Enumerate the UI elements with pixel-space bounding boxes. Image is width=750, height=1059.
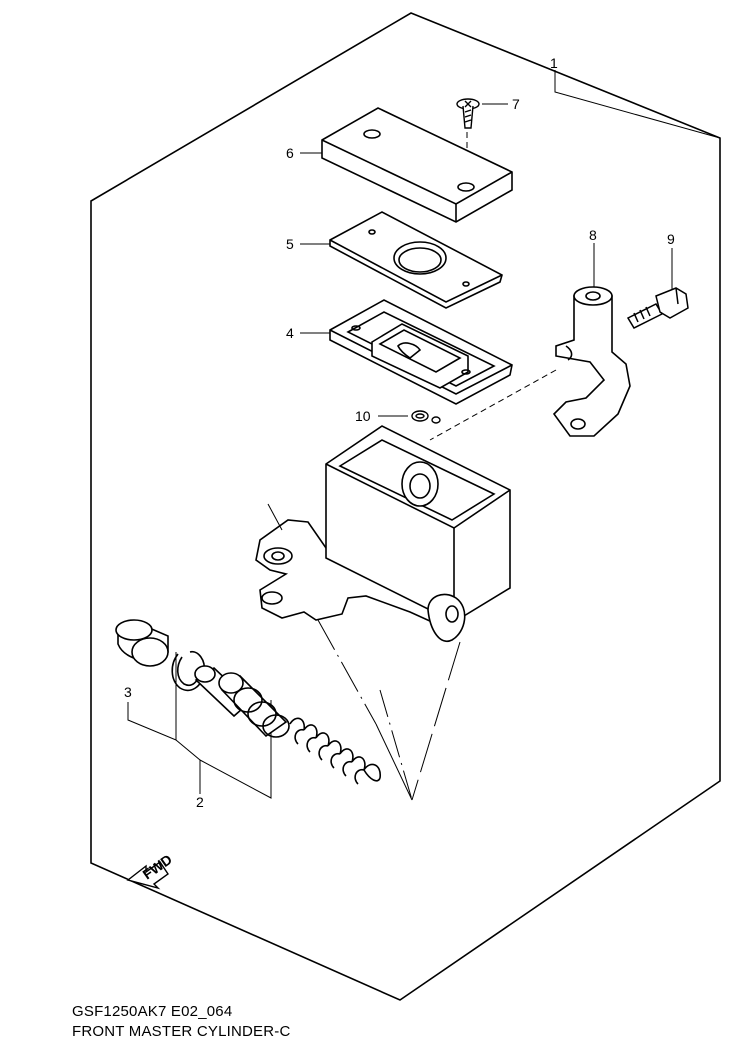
reservoir-cap-part-6 bbox=[321, 107, 513, 223]
callout-7: 7 bbox=[512, 96, 520, 112]
piston-assembly-part-2 bbox=[194, 665, 381, 785]
screw-part-7 bbox=[456, 98, 480, 129]
callout-9: 9 bbox=[667, 231, 675, 247]
boot-part-3 bbox=[115, 619, 169, 667]
diagram-title: FRONT MASTER CYLINDER-C bbox=[72, 1023, 291, 1040]
callout-8: 8 bbox=[589, 227, 597, 243]
callout-10: 10 bbox=[355, 408, 371, 424]
diaphragm-part-4 bbox=[329, 299, 513, 405]
callout-5: 5 bbox=[286, 236, 294, 252]
clamp-holder-part-8 bbox=[552, 286, 631, 437]
ring-part-10 bbox=[411, 410, 441, 424]
callout-2: 2 bbox=[196, 794, 204, 810]
exploded-view-lines bbox=[267, 503, 461, 801]
master-cylinder-body bbox=[255, 425, 511, 643]
callout-4: 4 bbox=[286, 325, 294, 341]
callout-6: 6 bbox=[286, 145, 294, 161]
callout-3: 3 bbox=[124, 684, 132, 700]
bolt-part-9 bbox=[626, 287, 689, 329]
callout-1: 1 bbox=[550, 55, 558, 71]
fwd-arrow-icon: FWD bbox=[126, 851, 175, 890]
diagram-code: GSF1250AK7 E02_064 bbox=[72, 1003, 233, 1020]
cap-plate-part-5 bbox=[329, 211, 503, 309]
